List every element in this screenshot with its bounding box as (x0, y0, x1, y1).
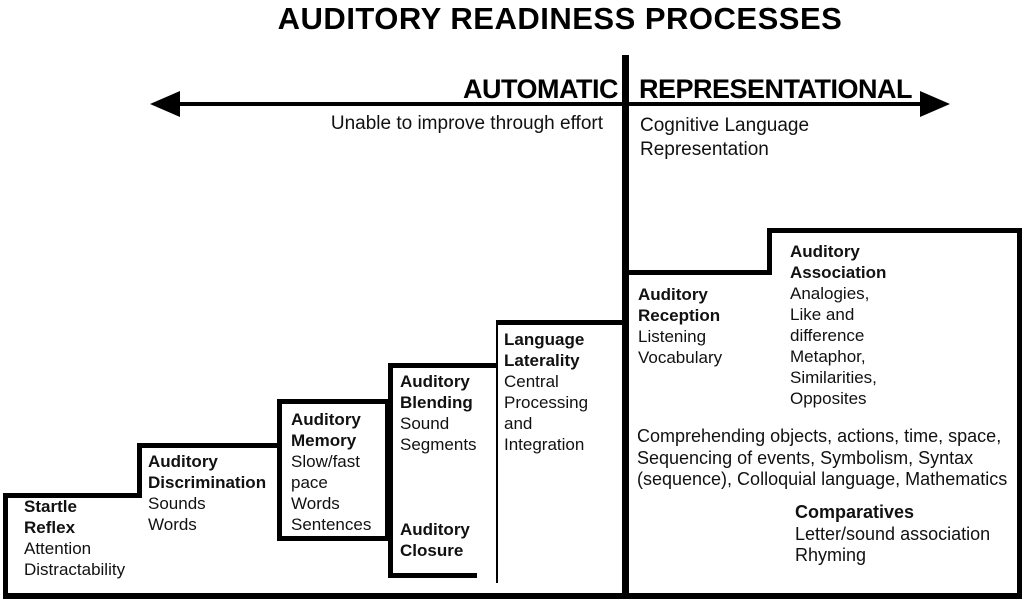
step1-left-edge (3, 493, 8, 599)
step-auditory-memory: Auditory Memory Slow/fast pace Words Sen… (291, 409, 371, 535)
step-title-line: Auditory (638, 285, 708, 304)
step-language-laterality: Language Laterality Central Processing a… (504, 329, 588, 455)
step-item: Metaphor, (790, 347, 866, 366)
step-auditory-association: Auditory Association Analogies, Like and… (790, 241, 886, 409)
comparatives-title: Comparatives (795, 502, 915, 522)
automatic-label: AUTOMATIC (463, 74, 618, 104)
center-divider-line (622, 55, 629, 598)
step-title-line: Discrimination (148, 473, 267, 492)
step-item: Distractability (24, 560, 126, 579)
step-title-line: Reflex (24, 518, 76, 537)
automatic-subtitle: Unable to improve through effort (330, 113, 603, 134)
baseline (3, 593, 1022, 599)
step-title-line: Auditory (148, 452, 218, 471)
step-title-line: Closure (400, 541, 464, 560)
step-item: Attention (24, 539, 92, 558)
step4-left-edge (388, 363, 393, 578)
step-title-line: Language (504, 330, 585, 349)
step7-top-edge (767, 228, 1022, 233)
step-title-line: Laterality (504, 351, 580, 370)
step-title-line: Auditory (291, 410, 361, 429)
arrow-left-icon (150, 91, 180, 117)
step-item: Words (148, 515, 197, 534)
step2-left-edge (137, 443, 142, 498)
step-item: difference (790, 326, 865, 345)
step-item: Central (504, 372, 559, 391)
comparatives-item: Letter/sound association (795, 523, 991, 544)
step-item: Processing (504, 393, 589, 412)
step-item: Vocabulary (638, 348, 723, 367)
step-item: pace (291, 473, 328, 492)
step-auditory-reception: Auditory Reception Listening Vocabulary (638, 284, 722, 368)
step3-memory-box (277, 399, 390, 541)
step-title-line: Auditory (790, 242, 860, 261)
step-title-line: Auditory (400, 520, 470, 539)
step2-top-edge (137, 443, 282, 448)
step-item: Listening (638, 327, 707, 346)
step-title-line: Reception (638, 306, 721, 325)
diagram-right-edge (1017, 228, 1022, 599)
step-title-line: Association (790, 263, 887, 282)
comprehending-paragraph: Comprehending objects, actions, time, sp… (637, 426, 1007, 491)
step-title-line: Memory (291, 431, 357, 450)
step-item: Like and (790, 305, 855, 324)
laterality-divider-line (496, 320, 498, 583)
step-title-line: Startle (24, 497, 77, 516)
comparatives-item: Rhyming (795, 545, 867, 565)
step-title-line: Blending (400, 393, 473, 412)
step-item: Analogies, (790, 284, 870, 303)
representational-subtitle-line2: Representation (640, 139, 769, 160)
step-item: Sound (400, 414, 450, 433)
step-auditory-blending: Auditory Blending Sound Segments (400, 371, 477, 455)
axis-arrow-line (165, 102, 925, 106)
step-title-line: Auditory (400, 372, 470, 391)
step5-top-edge (497, 320, 629, 325)
representational-subtitle: Cognitive Language Representation (640, 114, 809, 162)
step7-left-edge (767, 228, 772, 275)
step1-top-edge (3, 493, 142, 498)
step-item: Similarities, (790, 368, 877, 387)
step-auditory-closure: Auditory Closure (400, 519, 470, 561)
step-item: Segments (400, 435, 477, 454)
step-item: Words (291, 494, 340, 513)
step-item: Sentences (291, 515, 372, 534)
paragraph-line: Sequencing of events, Symbolism, Syntax (637, 447, 974, 468)
step-auditory-discrimination: Auditory Discrimination Sounds Words (148, 451, 266, 535)
step-item: and (504, 414, 533, 433)
representational-label: REPRESENTATIONAL (639, 74, 913, 104)
step4-bottom-edge (388, 573, 477, 578)
step6-top-edge (622, 270, 772, 275)
step-item: Opposites (790, 389, 867, 408)
step-item: Sounds (148, 494, 206, 513)
representational-subtitle-line1: Cognitive Language (640, 115, 810, 136)
step4-top-edge (388, 363, 497, 368)
step-startle-reflex: Startle Reflex Attention Distractability (24, 496, 125, 580)
arrow-right-icon (920, 91, 950, 117)
comparatives-block: Comparatives Letter/sound association Rh… (795, 502, 990, 567)
step-item: Integration (504, 435, 585, 454)
diagram-title: AUDITORY READINESS PROCESSES (277, 1, 843, 36)
paragraph-line: Comprehending objects, actions, time, sp… (637, 426, 1002, 446)
paragraph-line: (sequence), Colloquial language, Mathema… (637, 469, 1008, 489)
step-item: Slow/fast (291, 452, 360, 471)
